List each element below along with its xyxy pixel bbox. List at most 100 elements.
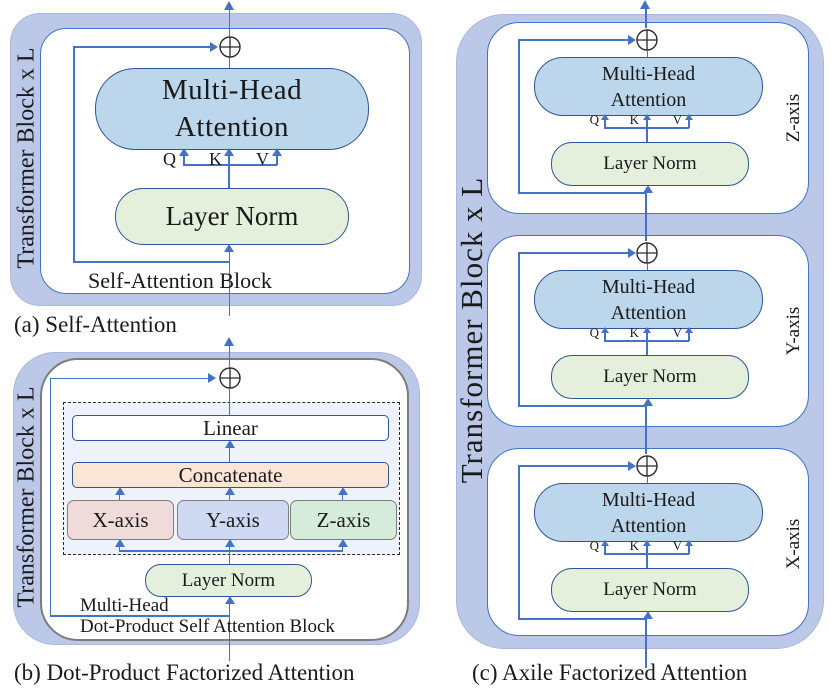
mha-to-add-line bbox=[646, 477, 648, 483]
x-axis-label: X-axis bbox=[783, 518, 804, 570]
panel-a-skip-connection-line bbox=[73, 46, 210, 48]
panel-b-block-label-line2: Dot-Product Self Attention Block bbox=[80, 616, 335, 637]
residual-add-icon bbox=[636, 29, 658, 51]
skip-connection-line bbox=[518, 405, 647, 407]
panel-b-output-line bbox=[228, 346, 230, 367]
center-flow-line bbox=[646, 546, 648, 568]
q-label: Q bbox=[589, 112, 599, 127]
panel-a-caption: (a) Self-Attention bbox=[14, 312, 177, 337]
panel-b-side-label: Transformer Block x L bbox=[13, 386, 40, 608]
input-arrowhead-icon bbox=[642, 611, 653, 619]
input-arrowhead-icon bbox=[642, 185, 653, 193]
skip-connection-line bbox=[518, 618, 647, 620]
k-label: K bbox=[629, 112, 639, 127]
q-branch-line bbox=[604, 546, 606, 554]
panel-b-concat-to-linear-line bbox=[228, 447, 230, 462]
panel-c-inter-block-line bbox=[645, 405, 647, 454]
q-branch-line bbox=[604, 333, 606, 341]
panel-a-v-label: V bbox=[256, 149, 269, 169]
panel-b-skip-connection-line bbox=[50, 615, 229, 617]
panel-b-split-line bbox=[341, 546, 344, 551]
panel-b-block-label-line1: Multi-Head bbox=[80, 595, 169, 616]
panel-b-linear-to-add-line bbox=[228, 389, 230, 415]
panel-b-split-line bbox=[118, 550, 343, 552]
input-arrowhead-icon bbox=[642, 398, 653, 406]
v-label: V bbox=[672, 325, 682, 340]
panel-c-output-line bbox=[645, 9, 647, 28]
v-arrowhead-icon bbox=[685, 114, 693, 120]
skip-connection-line bbox=[518, 192, 647, 194]
panel-a-mha-to-add-line bbox=[228, 58, 230, 68]
panel-a-k-label: K bbox=[209, 149, 222, 169]
q-branch-line bbox=[604, 120, 606, 128]
center-flow-line bbox=[646, 333, 648, 355]
v-branch-line bbox=[688, 120, 690, 128]
panel-b-split-arrowhead-icon bbox=[114, 539, 125, 547]
y-axis-label: Y-axis bbox=[783, 306, 804, 356]
panel-a-v-branch-line bbox=[276, 156, 278, 165]
skip-arrowhead-icon bbox=[628, 248, 636, 258]
panel-b-xaxis-to-concat-arrowhead-icon bbox=[114, 487, 125, 495]
panel-b-yaxis-to-concat-arrowhead-icon bbox=[224, 487, 235, 495]
panel-a-skip-arrowhead-icon bbox=[210, 42, 218, 52]
panel-c-inter-block-line bbox=[645, 192, 647, 241]
skip-connection-line bbox=[518, 252, 628, 254]
panel-c-input-line bbox=[645, 618, 647, 668]
panel-b-zaxis-to-concat-arrowhead-icon bbox=[337, 487, 348, 495]
panel-b-input-arrowhead-icon bbox=[224, 596, 235, 604]
residual-add-icon bbox=[636, 455, 658, 477]
panel-a-q-arrowhead-icon bbox=[179, 148, 189, 156]
q-arrowhead-icon bbox=[601, 540, 609, 546]
skip-connection-line bbox=[518, 39, 628, 41]
panel-c-caption: (c) Axile Factorized Attention bbox=[472, 660, 748, 685]
panel-b-layer-norm-box: Layer Norm bbox=[145, 564, 312, 597]
panel-a-input-line bbox=[228, 252, 230, 316]
v-label: V bbox=[672, 538, 682, 553]
v-branch-line bbox=[688, 333, 690, 341]
panel-b-split-arrowhead-icon bbox=[224, 539, 235, 547]
panel-a-qkv-branch-line bbox=[183, 164, 278, 166]
mha-to-add-line bbox=[646, 264, 648, 270]
panel-a-k-arrowhead-icon bbox=[224, 148, 234, 156]
q-label: Q bbox=[589, 538, 599, 553]
panel-a-q-branch-line bbox=[183, 156, 185, 165]
panel-b-z-axis-box: Z-axis bbox=[290, 500, 397, 540]
panel-b-output-arrowhead-icon bbox=[223, 337, 234, 346]
skip-arrowhead-icon bbox=[628, 461, 636, 471]
residual-add-icon bbox=[636, 242, 658, 264]
q-label: Q bbox=[589, 325, 599, 340]
v-label: V bbox=[672, 112, 682, 127]
panel-a-output-arrowhead-icon bbox=[223, 1, 234, 10]
panel-b-layernorm-to-split-line bbox=[228, 546, 231, 565]
panel-b-xaxis-to-concat-line bbox=[118, 494, 121, 500]
panel-a-side-label: Transformer Block x L bbox=[13, 47, 40, 269]
skip-arrowhead-icon bbox=[628, 35, 636, 45]
panel-b-zaxis-to-concat-line bbox=[341, 494, 344, 500]
panel-a-center-flow-line bbox=[228, 156, 230, 188]
layer-norm-box: Layer Norm bbox=[551, 355, 749, 399]
panel-b-skip-connection-line bbox=[49, 378, 51, 616]
skip-connection-line bbox=[518, 465, 628, 467]
panel-a-input-arrowhead-icon bbox=[224, 244, 234, 252]
panel-a-skip-connection-line bbox=[73, 261, 230, 263]
panel-b-caption: (b) Dot-Product Factorized Attention bbox=[14, 660, 355, 685]
panel-b-linear-box: Linear bbox=[72, 415, 389, 441]
k-arrowhead-icon bbox=[642, 114, 651, 120]
panel-c-side-label: Transformer Block x L bbox=[454, 176, 489, 484]
panel-a-v-arrowhead-icon bbox=[272, 148, 282, 156]
panel-b-y-axis-box: Y-axis bbox=[177, 500, 289, 540]
v-arrowhead-icon bbox=[685, 327, 693, 333]
panel-b-x-axis-box: X-axis bbox=[67, 500, 174, 540]
layer-norm-box: Layer Norm bbox=[551, 142, 749, 186]
panel-a-output-line bbox=[228, 10, 230, 36]
panel-a-skip-connection-line bbox=[73, 46, 75, 262]
k-arrowhead-icon bbox=[642, 540, 651, 546]
